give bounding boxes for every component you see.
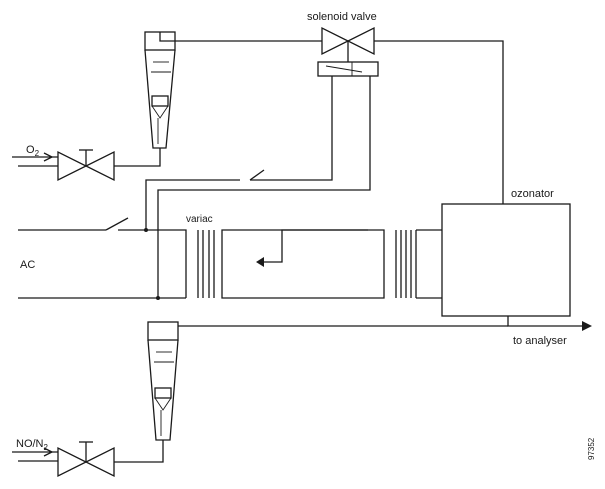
solenoid-valve-label: solenoid valve bbox=[307, 11, 377, 23]
upper-flowmeter-to-solenoid-line bbox=[159, 32, 322, 42]
upper-flowmeter bbox=[144, 31, 176, 149]
no-n2-needle-valve bbox=[57, 441, 115, 478]
variac-core bbox=[197, 230, 215, 298]
o2-label-subscript: 2 bbox=[35, 149, 40, 158]
ac-label: AC bbox=[20, 259, 35, 271]
o2-label-main: O bbox=[26, 144, 35, 156]
solenoid-coil-wire-1-to-bus bbox=[145, 179, 240, 230]
ac-live-bus bbox=[118, 229, 187, 298]
mains-switch bbox=[105, 217, 129, 231]
to-analyser-label: to analyser bbox=[513, 335, 567, 347]
no-n2-inlet-line bbox=[12, 447, 58, 462]
figure-number: 97352 bbox=[587, 437, 596, 460]
o2-inlet-line bbox=[12, 152, 58, 167]
solenoid-coil-wire-2 bbox=[157, 76, 371, 298]
o2-label: O2 bbox=[26, 144, 40, 158]
junction-dot-live bbox=[144, 228, 148, 232]
lower-flowmeter bbox=[147, 321, 179, 441]
variac-label: variac bbox=[186, 214, 213, 225]
output-line bbox=[507, 316, 592, 331]
no-n2-label-main: NO/N bbox=[16, 438, 44, 450]
no-n2-label-subscript: 2 bbox=[44, 443, 49, 452]
ozonator-label: ozonator bbox=[511, 188, 554, 200]
solenoid-to-ozonator-line bbox=[374, 40, 504, 204]
ozonator-box bbox=[441, 203, 571, 317]
hv-secondary-to-ozonator bbox=[415, 229, 442, 299]
no-n2-line-to-flowmeter bbox=[114, 440, 164, 463]
junction-dot-neutral bbox=[156, 296, 160, 300]
hv-transformer-core bbox=[395, 230, 412, 298]
no-n2-label: NO/N2 bbox=[16, 438, 49, 452]
o2-line-to-flowmeter bbox=[114, 148, 161, 167]
solenoid-coil-switch bbox=[249, 169, 265, 181]
variac-wiper-arrow bbox=[256, 229, 368, 267]
solenoid-valve bbox=[317, 26, 379, 77]
o2-needle-valve bbox=[57, 149, 115, 182]
solenoid-coil-wire-1 bbox=[250, 76, 333, 181]
variac-secondary bbox=[221, 229, 385, 299]
